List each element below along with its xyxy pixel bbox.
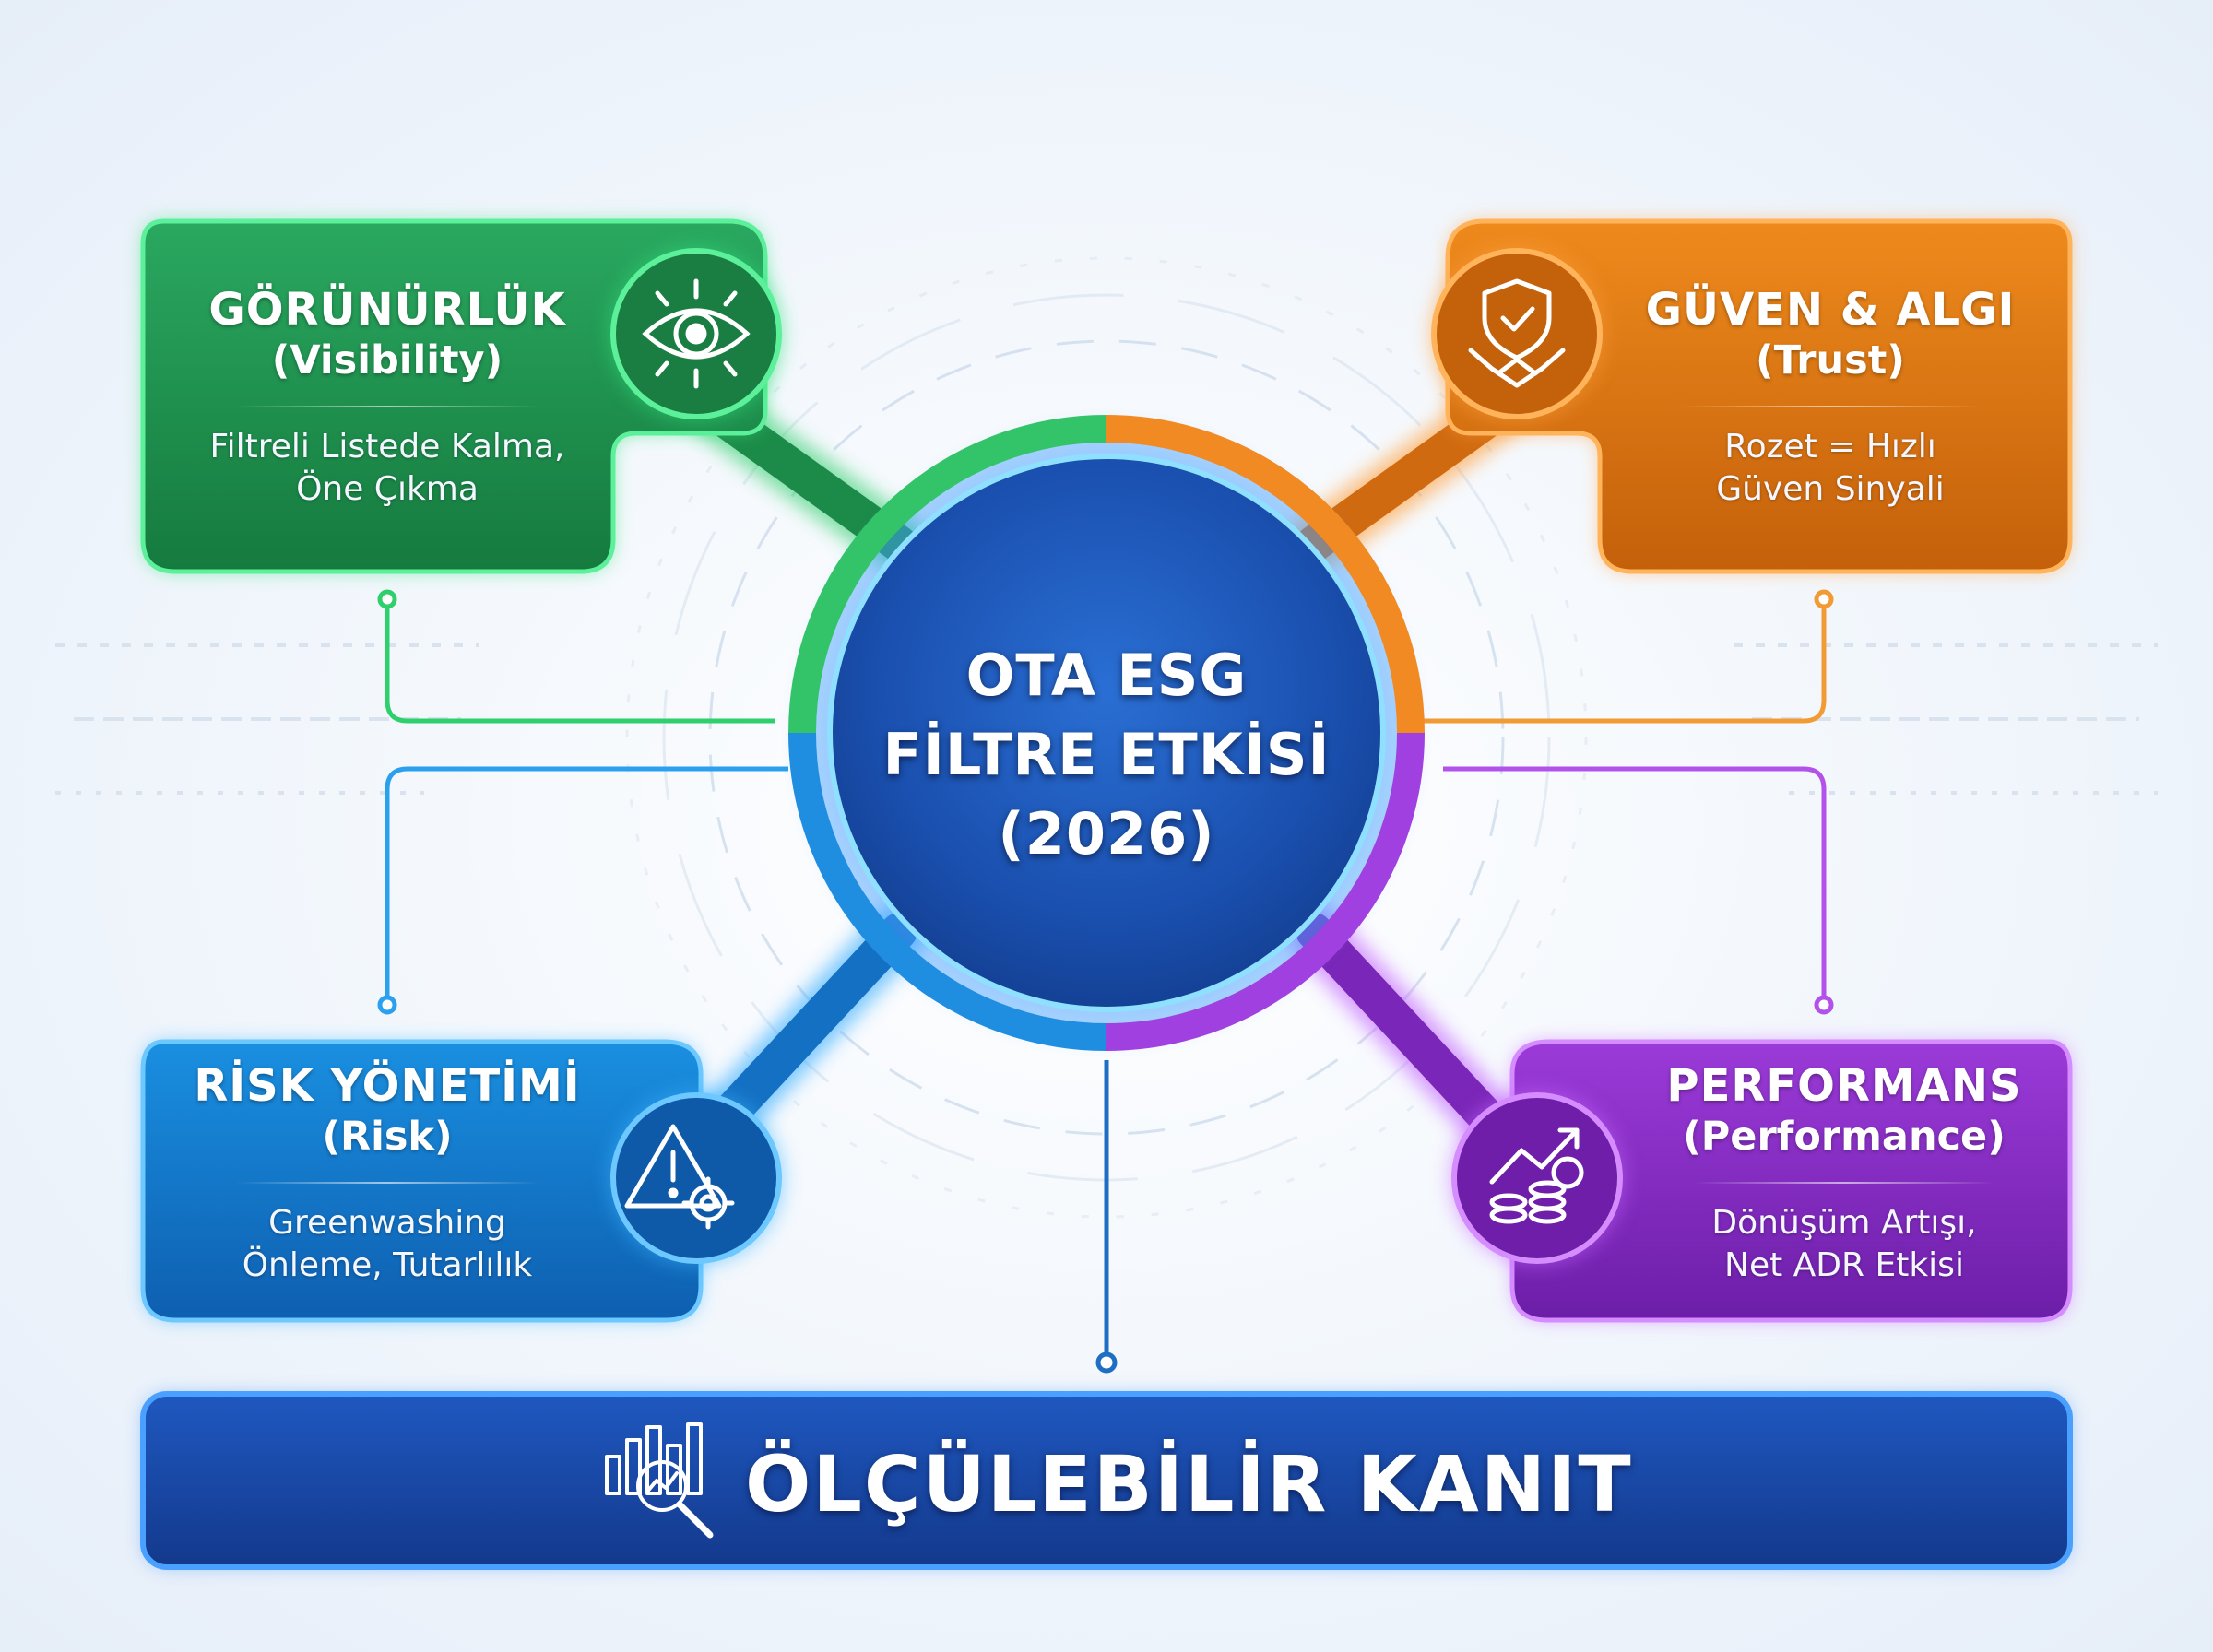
bottom-banner <box>140 1391 2073 1570</box>
node-description-line: Öne Çıkma <box>296 470 479 508</box>
node-description-line: Önleme, Tutarlılık <box>242 1246 533 1284</box>
line-dot <box>1095 1351 1118 1374</box>
node-box-visibility <box>140 218 768 574</box>
node-risk: RİSK YÖNETİMİ (Risk) Greenwashing Önleme… <box>175 1060 599 1287</box>
line-dot <box>1814 589 1834 609</box>
bar-chart-magnifier-icon <box>605 1422 714 1539</box>
node-visibility: GÖRÜNÜRLÜK (Visibility) Filtreli Listede… <box>175 284 599 511</box>
node-trust: GÜVEN & ALGI (Trust) Rozet = Hızlı Güven… <box>1609 284 2052 511</box>
node-description-line: Güven Sinyali <box>1716 470 1945 508</box>
chart-coins-icon <box>1450 1091 1625 1266</box>
node-box-trust <box>1445 218 2073 574</box>
node-title: GÖRÜNÜRLÜK <box>208 284 566 336</box>
center-hub <box>788 415 1425 1051</box>
divider <box>1678 406 1982 407</box>
node-description-line: Rozet = Hızlı <box>1724 428 1936 466</box>
warning-gear-icon <box>609 1091 784 1266</box>
elbow-line-risk <box>385 766 788 1005</box>
banner-label: ÖLÇÜLEBİLİR KANIT <box>745 1439 1633 1529</box>
node-box-risk <box>140 1039 704 1323</box>
connector-risk <box>692 903 927 1152</box>
line-dot <box>377 995 397 1015</box>
divider <box>235 1182 539 1184</box>
connector-performance <box>1286 903 1521 1152</box>
divider <box>1692 1182 1996 1184</box>
center-title-line: FİLTRE ETKİSİ <box>882 721 1331 788</box>
line-dot <box>1814 995 1834 1015</box>
center-title-line: OTA ESG <box>965 642 1248 709</box>
elbow-line-trust <box>1420 599 1827 724</box>
node-subtitle: (Risk) <box>322 1114 453 1160</box>
line-dot <box>377 589 397 609</box>
shield-handshake-icon <box>1429 246 1604 421</box>
node-performance: PERFORMANS (Performance) Dönüşüm Artışı,… <box>1623 1060 2065 1287</box>
eye-icon <box>609 246 784 421</box>
node-subtitle: (Performance) <box>1683 1114 2006 1160</box>
node-subtitle: (Visibility) <box>271 337 503 384</box>
node-title: GÜVEN & ALGI <box>1645 284 2016 336</box>
node-title: PERFORMANS <box>1666 1060 2022 1112</box>
node-description-line: Net ADR Etkisi <box>1724 1246 1964 1284</box>
node-description-line: Dönüşüm Artışı, <box>1711 1204 1977 1242</box>
node-title: RİSK YÖNETİMİ <box>194 1060 581 1112</box>
elbow-line-visibility <box>385 599 775 724</box>
elbow-line-performance <box>1443 766 1827 1005</box>
center-title-line: (2026) <box>998 800 1215 867</box>
center-title: OTA ESG FİLTRE ETKİSİ (2026) <box>830 636 1383 874</box>
node-subtitle: (Trust) <box>1756 337 1905 384</box>
node-description-line: Filtreli Listede Kalma, <box>209 428 565 466</box>
node-box-performance <box>1509 1039 2073 1323</box>
node-description-line: Greenwashing <box>268 1204 506 1242</box>
divider <box>235 406 539 407</box>
